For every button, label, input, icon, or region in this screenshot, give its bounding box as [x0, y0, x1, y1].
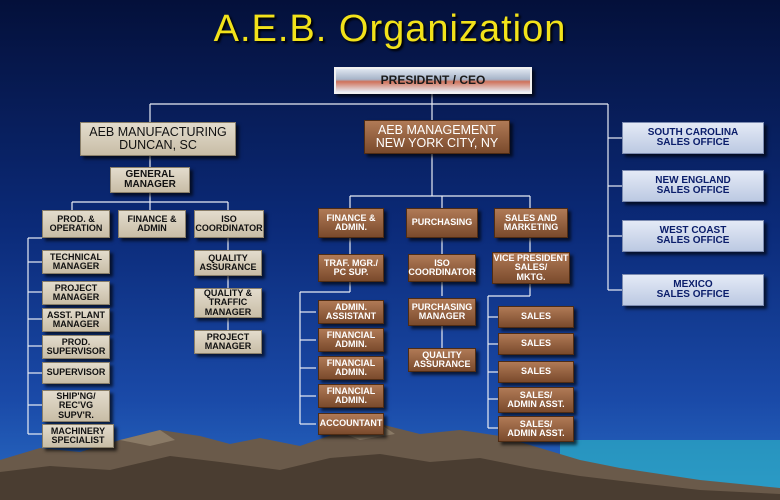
- purchasing-box: PURCHASING: [406, 208, 478, 238]
- sales-item-box: SALES: [498, 306, 574, 328]
- prod-item-box: ASST. PLANT MANAGER: [42, 308, 110, 332]
- prod-item-box: PROD. SUPERVISOR: [42, 335, 110, 359]
- sales-office-box: NEW ENGLAND SALES OFFICE: [622, 170, 764, 202]
- prod-item-box: PROJECT MANAGER: [42, 281, 110, 305]
- sales-item-box: SALES: [498, 361, 574, 383]
- manufacturing-box: AEB MANUFACTURING DUNCAN, SC: [80, 122, 236, 156]
- iso-item-box: QUALITY & TRAFFIC MANAGER: [194, 288, 262, 318]
- page-title: A.E.B. Organization: [213, 8, 567, 50]
- purchasing-manager-box: PURCHASING MANAGER: [408, 298, 476, 326]
- mfg-iso-coordinator-box: ISO COORDINATOR: [194, 210, 264, 238]
- sales-marketing-box: SALES AND MARKETING: [494, 208, 568, 238]
- sales-item-box: SALES: [498, 333, 574, 355]
- sales-item-box: SALES/ ADMIN ASST.: [498, 416, 574, 442]
- general-manager-box: GENERAL MANAGER: [110, 167, 190, 193]
- prod-item-box: TECHNICAL MANAGER: [42, 250, 110, 274]
- iso-item-box: QUALITY ASSURANCE: [194, 250, 262, 276]
- finance-item-box: FINANCIAL ADMIN.: [318, 356, 384, 380]
- traffic-manager-box: TRAF. MGR./ PC SUP.: [318, 254, 384, 282]
- sales-item-box: SALES/ ADMIN ASST.: [498, 387, 574, 413]
- mgmt-finance-admin-box: FINANCE & ADMIN.: [318, 208, 384, 238]
- finance-item-box: ACCOUNTANT: [318, 413, 384, 435]
- finance-item-box: ADMIN. ASSISTANT: [318, 300, 384, 324]
- sales-office-box: MEXICO SALES OFFICE: [622, 274, 764, 306]
- mfg-finance-admin-box: FINANCE & ADMIN: [118, 210, 186, 238]
- quality-assurance-box: QUALITY ASSURANCE: [408, 348, 476, 372]
- prod-item-box: SHIP'NG/ REC'VG SUPV'R.: [42, 390, 110, 422]
- president-box: PRESIDENT / CEO: [334, 67, 532, 94]
- prod-item-box: SUPERVISOR: [42, 362, 110, 384]
- finance-item-box: FINANCIAL ADMIN.: [318, 328, 384, 352]
- prod-item-box: MACHINERY SPECIALIST: [42, 424, 114, 448]
- iso-item-box: PROJECT MANAGER: [194, 330, 262, 354]
- sales-office-box: WEST COAST SALES OFFICE: [622, 220, 764, 252]
- finance-item-box: FINANCIAL ADMIN.: [318, 384, 384, 408]
- prod-operation-box: PROD. & OPERATION: [42, 210, 110, 238]
- vp-sales-box: VICE PRESIDENT SALES/ MKTG.: [492, 252, 570, 284]
- management-box: AEB MANAGEMENT NEW YORK CITY, NY: [364, 120, 510, 154]
- mgmt-iso-coordinator-box: ISO COORDINATOR: [408, 254, 476, 282]
- sales-office-box: SOUTH CAROLINA SALES OFFICE: [622, 122, 764, 154]
